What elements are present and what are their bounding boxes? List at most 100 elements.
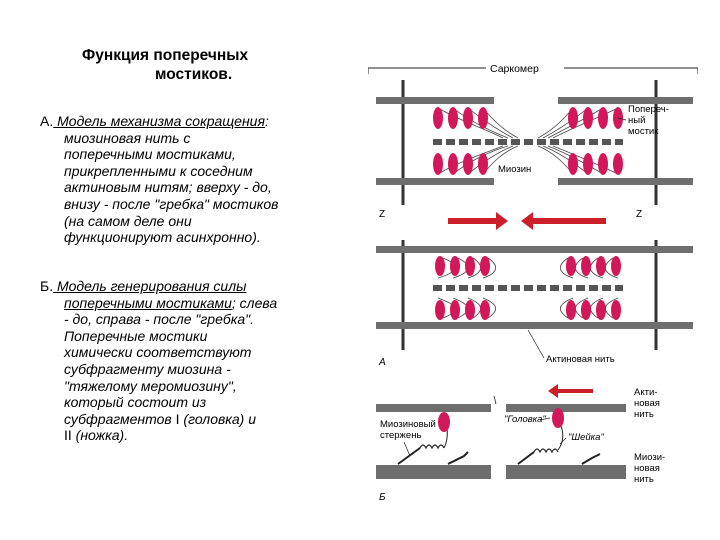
leader-line <box>527 329 545 359</box>
myosin-head <box>598 107 608 129</box>
panel-a-after: А Актиновая нить <box>376 240 693 368</box>
paragraph-a-line: внизу - после "гребка" мостиков <box>64 195 279 212</box>
paragraph-b-line-tail: ; слева <box>231 294 278 311</box>
paragraph-a-lead: А. Модель механизма сокращения: <box>40 113 365 130</box>
paragraph-a-line: функционируют асинхронно). <box>64 229 261 246</box>
head-label: "Головка" <box>504 414 546 425</box>
myosin-tail-stub <box>447 451 469 465</box>
myosin-label-right: новая <box>634 463 660 474</box>
myosin-head <box>450 300 460 320</box>
actin-filament <box>528 246 693 253</box>
actin-label-right: Акти- <box>634 387 657 398</box>
myosin-label-right: нить <box>634 474 654 485</box>
paragraph-a-heading-colon: : <box>264 113 269 129</box>
paragraph-b-line: II (ножка). <box>40 427 365 444</box>
myosin-thick-filament <box>506 465 626 479</box>
actin-filament <box>558 178 693 185</box>
cross-bridge-label: ный <box>628 115 645 126</box>
myosin-head <box>480 300 490 320</box>
paragraph-b-heading: Модель генерирования силы <box>53 278 247 294</box>
leader-line <box>617 117 627 121</box>
myosin-head <box>568 153 578 175</box>
sarcomere-bracket <box>368 67 698 74</box>
myosin-head <box>478 153 488 175</box>
actin-filament <box>376 246 536 253</box>
paragraph-b-head-text: (головка) и <box>179 410 257 427</box>
stroke-direction-arrow <box>548 384 593 398</box>
paragraph-b-letter: Б. <box>40 278 54 294</box>
myosin-tail-stub <box>581 453 601 465</box>
sarcomere-diagram: Саркомер Попереч- ный мостик Миозин <box>368 63 698 503</box>
roman-numeral-one: I <box>175 410 180 427</box>
sarcomere-label: Саркомер <box>490 63 539 75</box>
paragraph-a-line: (на самом деле они <box>64 212 192 229</box>
myosin-head <box>433 107 443 129</box>
myosin-head <box>596 256 606 276</box>
contraction-arrow-left <box>521 212 606 230</box>
title-line-1: Функция поперечных <box>82 47 249 64</box>
myosin-head <box>465 256 475 276</box>
paragraph-a-line: прикрепленными к соседним <box>64 162 253 179</box>
myosin-head <box>478 107 488 129</box>
actin-filament <box>376 178 494 185</box>
actin-filament <box>528 322 693 329</box>
paragraph-b-line: "тяжелому меромиозину", <box>64 377 237 394</box>
paragraph-b-line: субфрагментов I (головка) и <box>40 411 365 428</box>
myosin-head <box>463 153 473 175</box>
neck-label: "Шейка" <box>568 432 604 443</box>
actin-filament-label: Актиновая нить <box>546 354 615 365</box>
z-label-right: Z <box>636 209 642 220</box>
roman-numeral-two: II <box>64 427 72 444</box>
myosin-head <box>611 256 621 276</box>
myosin-head <box>448 153 458 175</box>
myosin-head <box>568 107 578 129</box>
paragraph-b: Б. Модель генерирования силы поперечными… <box>40 278 365 444</box>
paragraph-a-line: актиновым нитям; вверху - до, <box>64 179 272 196</box>
leader-line <box>559 437 567 445</box>
paragraph-b-underlined-phrase: поперечными мостиками <box>64 294 232 311</box>
z-label-left: Z <box>379 209 385 220</box>
myosin-rod-label: Миозиновый <box>380 419 436 430</box>
myosin-head <box>581 300 591 320</box>
myosin-head <box>596 300 606 320</box>
myosin-head <box>583 107 593 129</box>
paragraph-b-line: поперечными мостиками; слева <box>40 295 365 312</box>
cross-bridge-label: Попереч- <box>628 104 669 115</box>
myosin-head <box>433 153 443 175</box>
actin-label-right: нить <box>634 409 654 420</box>
myosin-label-right: Миози- <box>634 452 665 463</box>
myosin-head <box>598 153 608 175</box>
paragraph-a-heading: Модель механизма сокращения <box>53 113 265 129</box>
myosin-head <box>613 153 623 175</box>
myosin-head <box>611 300 621 320</box>
paragraph-b-line: субфрагменту миозина - <box>64 360 231 377</box>
myosin-head <box>450 256 460 276</box>
paragraph-b-line: Поперечные мостики <box>64 327 208 344</box>
myosin-rod <box>397 447 421 465</box>
paragraph-b-neck-text: (ножка). <box>71 427 129 444</box>
leader-line <box>403 441 411 457</box>
myosin-head <box>583 153 593 175</box>
paragraph-a-line: миозиновая нить с <box>64 129 191 146</box>
actin-filament <box>376 322 536 329</box>
paragraph-b-line: - до, справа - после "гребка". <box>64 311 254 328</box>
paragraph-a-letter: А. <box>40 113 54 129</box>
myosin-head <box>438 412 450 432</box>
paragraph-b-line: который состоит из <box>64 394 207 411</box>
panel-a-label: А <box>378 357 386 368</box>
actin-filament <box>376 97 494 104</box>
myosin-head <box>581 256 591 276</box>
myosin-head <box>566 256 576 276</box>
paragraph-b-line: химически соответствуют <box>64 344 252 361</box>
panel-b-label: Б <box>379 492 386 503</box>
myosin-label: Миозин <box>498 164 531 175</box>
actin-filament <box>506 404 626 412</box>
paragraph-a: А. Модель механизма сокращения: миозинов… <box>40 113 365 246</box>
leader-line <box>539 417 551 421</box>
paragraph-b-line-text: субфрагментов <box>64 410 176 427</box>
slide-title: Функция поперечных мостиков. <box>60 46 320 84</box>
myosin-head <box>465 300 475 320</box>
panel-a-before: Саркомер Попереч- ный мостик Миозин <box>368 63 698 220</box>
contraction-arrow-right <box>448 212 508 230</box>
cross-bridge-label: мостик <box>628 126 659 137</box>
